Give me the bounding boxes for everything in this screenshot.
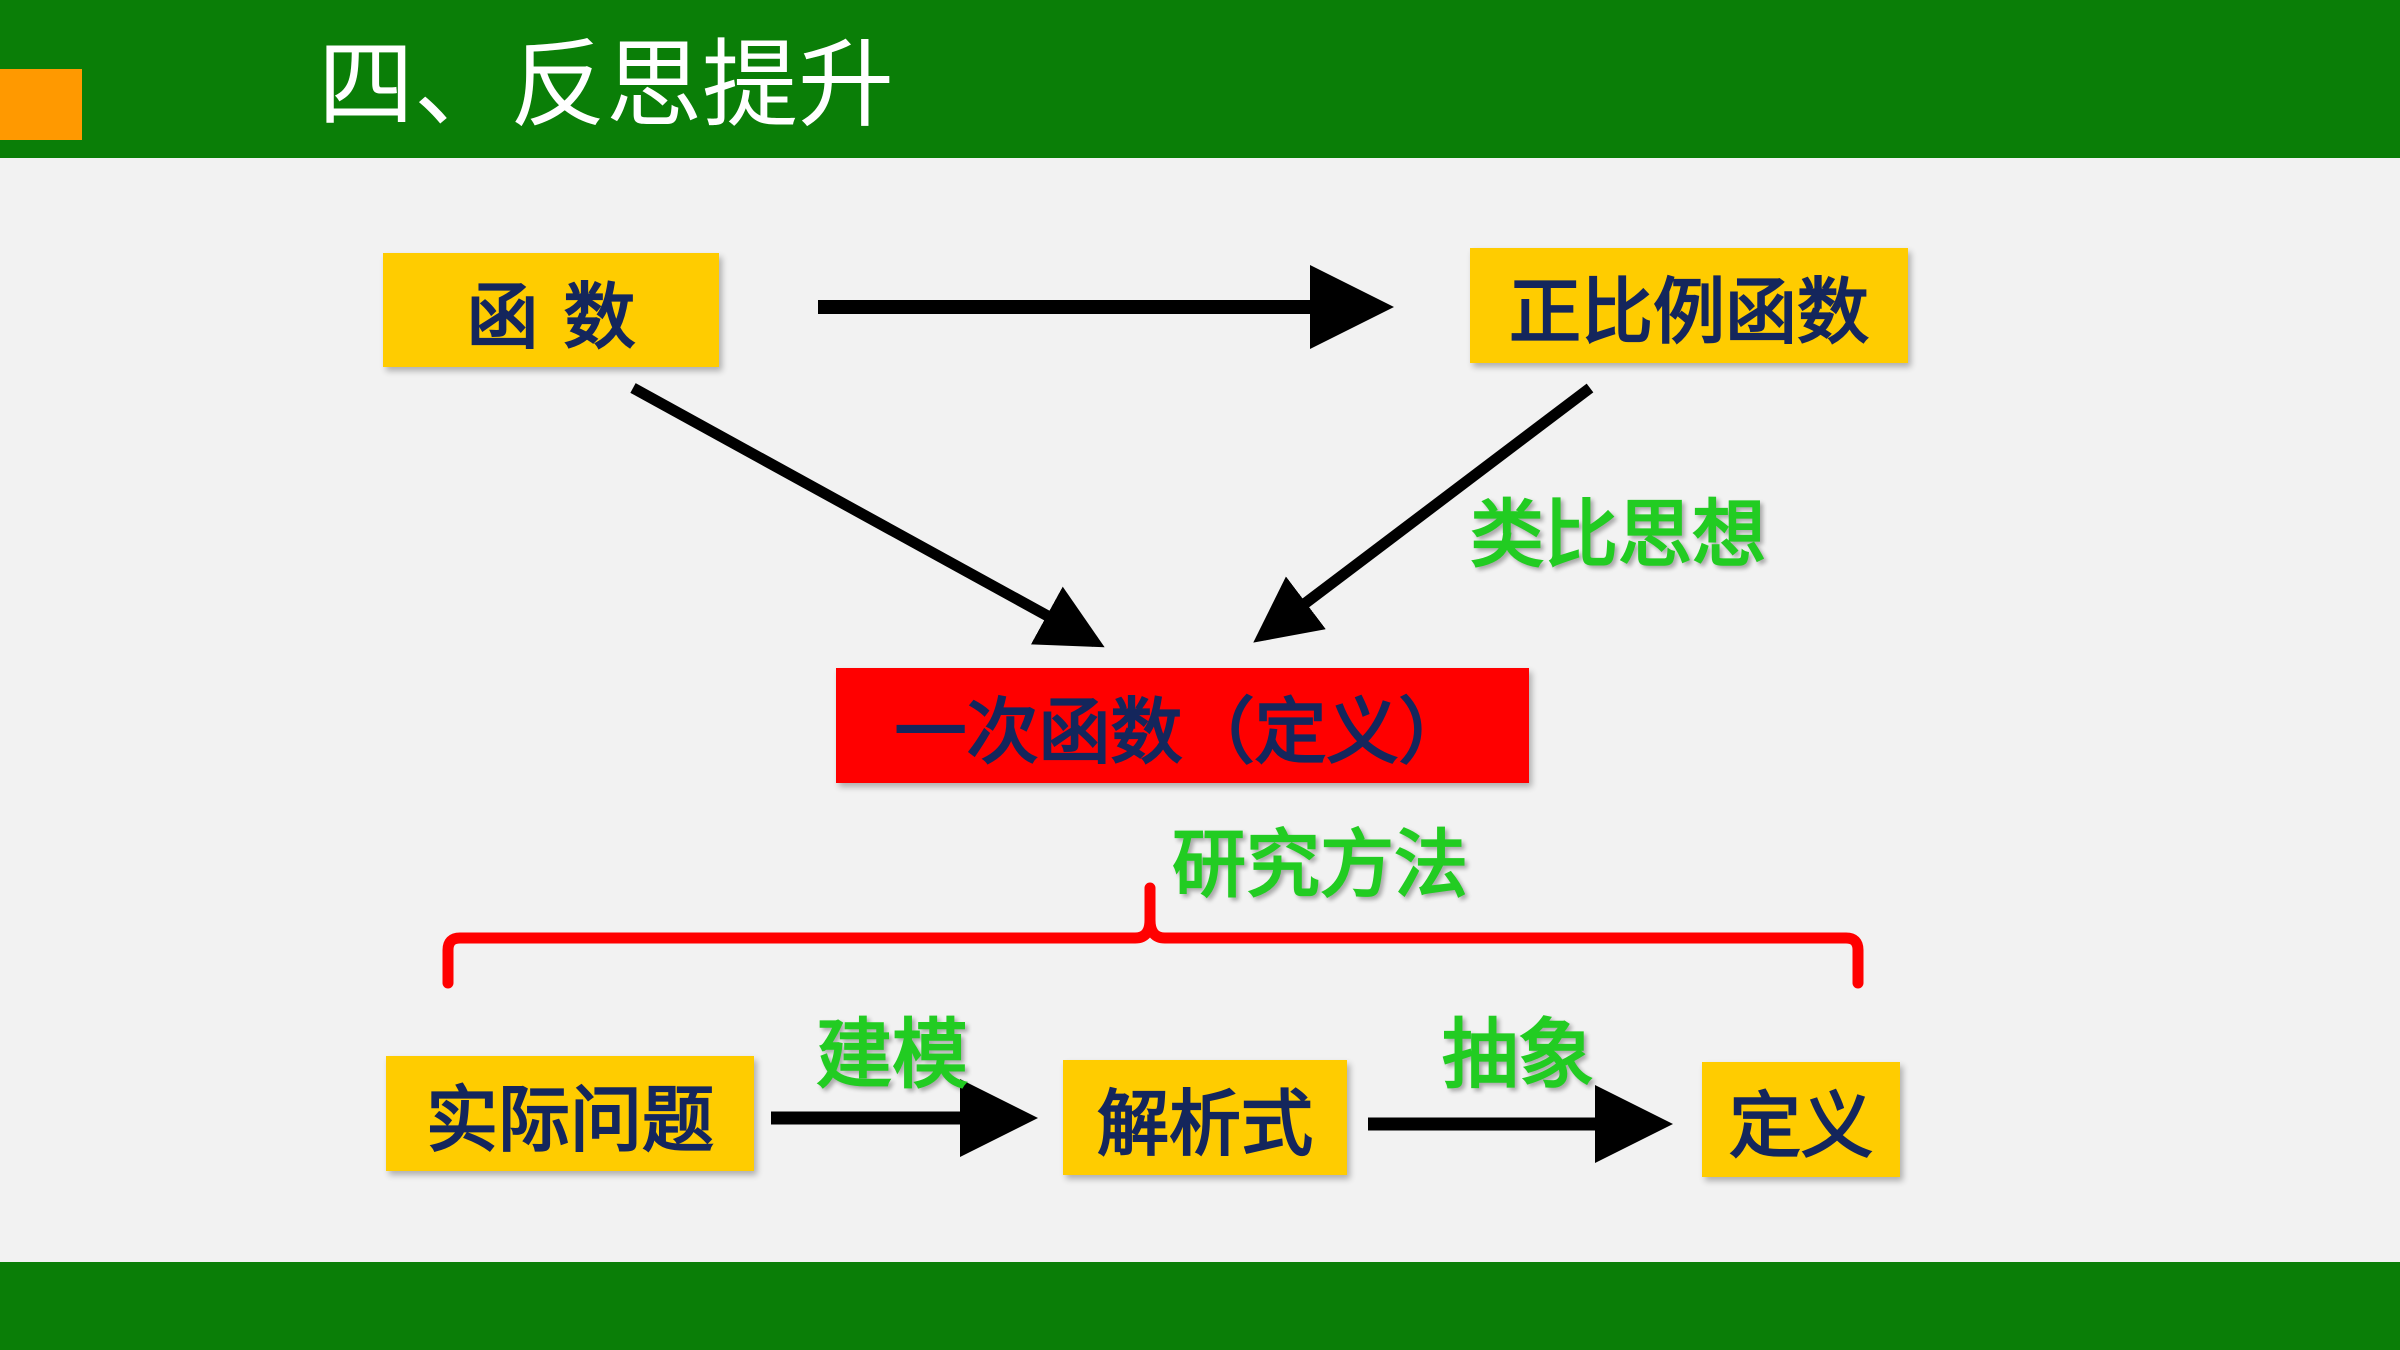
- label-abstraction: 抽象: [1442, 1010, 1594, 1099]
- box-definition: 定义: [1702, 1062, 1900, 1177]
- box-expression: 解析式: [1063, 1060, 1347, 1175]
- arrow-function-to-linear: [630, 383, 1105, 648]
- label-modeling: 建模: [816, 1010, 968, 1099]
- header-bar: [0, 0, 2400, 158]
- slide-title: 四、反思提升: [318, 29, 894, 141]
- arrow-proportional-to-linear: [1253, 383, 1594, 643]
- header-accent: [0, 69, 82, 140]
- label-analogy: 类比思想: [1470, 492, 1766, 578]
- method-brace: [442, 882, 1864, 989]
- box-proportional-function: 正比例函数: [1470, 248, 1908, 363]
- footer-bar: [0, 1262, 2400, 1350]
- box-function: 函 数: [383, 253, 719, 367]
- box-real-problem: 实际问题: [386, 1056, 754, 1171]
- box-linear-function-definition: 一次函数（定义）: [836, 668, 1529, 783]
- label-research-method: 研究方法: [1172, 822, 1468, 908]
